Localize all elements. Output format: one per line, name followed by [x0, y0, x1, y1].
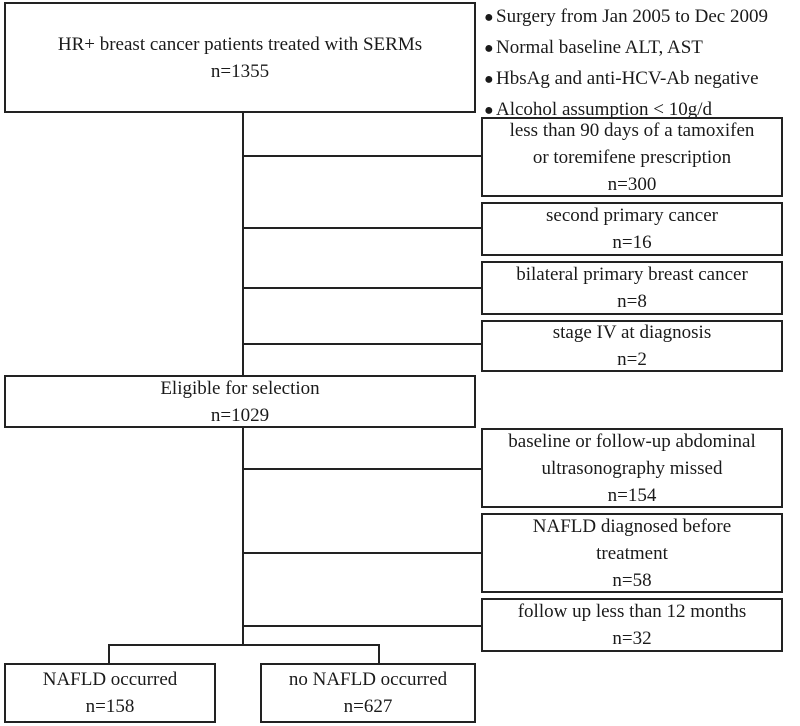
start-title: HR+ breast cancer patients treated with … [57, 33, 423, 55]
eligible-box: Eligible for selection n=1029 [4, 375, 476, 428]
connector-excl-6 [242, 552, 482, 554]
connector-excl-5 [242, 468, 482, 470]
outcome-drop-right [378, 644, 380, 664]
eligible-title: Eligible for selection [160, 377, 320, 399]
outcome-drop-left [108, 644, 110, 664]
criteria-item: ●Surgery from Jan 2005 to Dec 2009 [484, 2, 800, 33]
bullet-icon: ● [484, 71, 494, 88]
start-box: HR+ breast cancer patients treated with … [4, 2, 476, 113]
connector-excl-7 [242, 625, 482, 627]
connector-excl-3 [242, 287, 482, 289]
main-trunk-upper [242, 112, 244, 376]
exclusion-box-short-prescription: less than 90 days of a tamoxifen or tore… [481, 117, 783, 197]
outcome-box-nafld: NAFLD occurred n=158 [4, 663, 216, 723]
criteria-item: ●HbsAg and anti-HCV-Ab negative [484, 64, 800, 95]
bullet-icon: ● [484, 9, 494, 26]
exclusion-box-short-followup: follow up less than 12 months n=32 [481, 598, 783, 652]
connector-excl-1 [242, 155, 482, 157]
criteria-item: ●Normal baseline ALT, AST [484, 33, 800, 64]
exclusion-box-nafld-before: NAFLD diagnosed before treatment n=58 [481, 513, 783, 593]
bullet-icon: ● [484, 102, 494, 119]
main-trunk-lower [242, 427, 244, 645]
exclusion-box-ultrasonography: baseline or follow-up abdominal ultrason… [481, 428, 783, 508]
criteria-item: ●Alcohol assumption < 10g/d [484, 95, 800, 126]
exclusion-box-bilateral: bilateral primary breast cancer n=8 [481, 261, 783, 315]
exclusion-box-stage-iv: stage IV at diagnosis n=2 [481, 320, 783, 372]
outcome-box-no-nafld: no NAFLD occurred n=627 [260, 663, 476, 723]
outcome-split-bar [108, 644, 380, 646]
exclusion-box-second-cancer: second primary cancer n=16 [481, 202, 783, 256]
start-count: n=1355 [210, 60, 270, 82]
inclusion-criteria-list: ●Surgery from Jan 2005 to Dec 2009 ●Norm… [484, 2, 800, 126]
bullet-icon: ● [484, 40, 494, 57]
connector-excl-4 [242, 343, 482, 345]
eligible-count: n=1029 [210, 404, 270, 426]
connector-excl-2 [242, 227, 482, 229]
